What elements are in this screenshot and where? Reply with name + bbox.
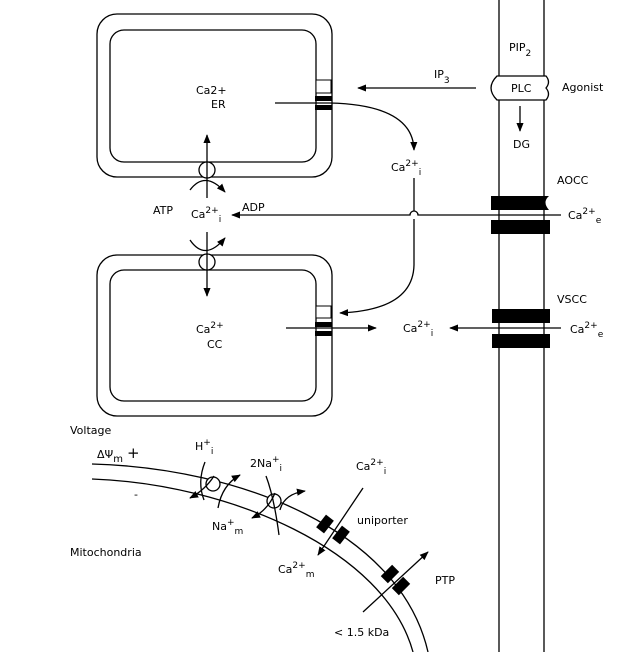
plc-enzyme [490,75,550,101]
ptp-channel [380,564,411,596]
ca-e-vscc-label: Ca2+e [570,321,604,340]
na-m-label: Na+m [212,518,243,537]
ca-i-mid-label: Ca2+i [391,159,421,178]
vscc-channel-bottom [492,334,550,348]
aocc-influx-arrow [231,210,561,219]
aocc-channel-top [491,196,549,210]
er-ca-label: Ca2+ [196,84,227,97]
dg-label: DG [513,138,530,151]
voltage-label: Voltage [70,424,111,437]
ptp-label: PTP [435,574,455,587]
pip2-label: PIP2 [509,41,531,59]
aocc-channel-bottom [491,220,550,234]
mitochondria-label: Mitochondria [70,546,142,559]
na-i-label: 2Na+i [250,455,282,474]
mito-inner-membrane [91,478,414,652]
cc-ca-label: Ca2+ [196,321,224,336]
adp-label: ADP [242,201,265,214]
vscc-label: VSCC [557,293,587,306]
uniporter-channel [316,514,350,545]
ptp-arrow [362,551,429,613]
h-i-label: H+i [195,438,213,457]
vscc-channel-top [492,309,550,323]
ip3-receptor-channel [315,96,332,101]
uniporter-arrow [317,487,364,556]
kda-label: < 1.5 kDa [334,626,389,639]
cc-uptake-arrow [340,178,415,313]
agonist-label: Agonist [562,81,604,94]
ca-i-pump-label: Ca2+i [191,206,221,225]
ca-i-mito-label: Ca2+i [356,458,386,477]
uniporter-label: uniporter [357,514,408,527]
er-compartment [96,13,333,178]
minus-label: - [134,488,138,501]
plc-label: PLC [511,82,532,95]
er-release-arrow [275,102,418,151]
cc-label: CC [207,338,223,351]
ca-m-label: Ca2+m [278,561,314,580]
ca-i-low-label: Ca2+i [403,320,433,339]
atp-label: ATP [153,204,173,217]
aocc-label: AOCC [557,174,589,187]
ip3-label: IP3 [434,68,450,86]
mito-outer-membrane [91,463,429,652]
cc-compartment [96,254,333,417]
ca-e-aocc-label: Ca2+e [568,207,602,226]
delta-psi-label: ΔΨm+ [97,444,140,465]
er-label: ER [211,98,226,111]
